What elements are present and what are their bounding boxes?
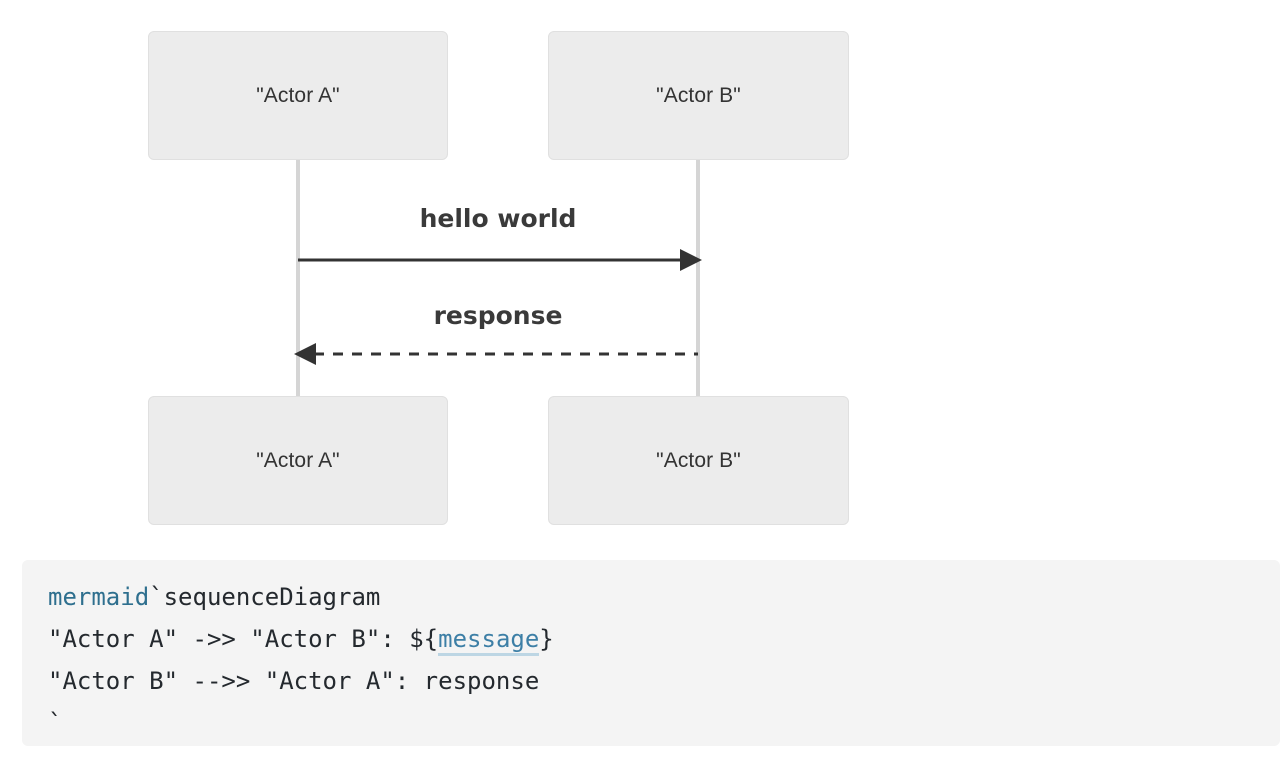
code-block[interactable]: mermaid`sequenceDiagram "Actor A" ->> "A… (22, 560, 1280, 746)
lifeline-actor-a (296, 160, 300, 396)
code-line-1-rest: `sequenceDiagram (149, 583, 381, 611)
code-token-variable-message[interactable]: message (438, 625, 540, 656)
message-arrow-dashed-left (294, 343, 698, 365)
sequence-diagram-canvas: "Actor A" "Actor B" "Actor A" "Actor B" … (148, 31, 849, 525)
actor-label-a-top: "Actor A" (256, 83, 340, 107)
actor-label-b-bottom: "Actor B" (656, 448, 741, 472)
actor-label-a-bottom: "Actor A" (256, 448, 340, 472)
code-line-2-pre: "Actor A" ->> "Actor B": ${ (48, 625, 439, 653)
actor-box-b-top[interactable]: "Actor B" (548, 31, 849, 160)
message-arrow-solid-right (298, 249, 702, 271)
message-label-hello-world: hello world (419, 204, 577, 233)
message-label-response: response (433, 301, 563, 330)
code-line-3: "Actor B" -->> "Actor A": response (48, 667, 540, 695)
lifeline-actor-b (696, 160, 700, 396)
actor-box-b-bottom[interactable]: "Actor B" (548, 396, 849, 525)
code-line-2: "Actor A" ->> "Actor B": ${message} (48, 618, 1280, 660)
actor-box-a-bottom[interactable]: "Actor A" (148, 396, 448, 525)
code-token-language: mermaid (48, 583, 150, 611)
actor-label-b-top: "Actor B" (656, 83, 741, 107)
code-line-4: ` (48, 709, 63, 737)
actor-box-a-top[interactable]: "Actor A" (148, 31, 448, 160)
code-line-2-post: } (539, 625, 554, 653)
code-line-1: mermaid`sequenceDiagram (48, 576, 1280, 618)
